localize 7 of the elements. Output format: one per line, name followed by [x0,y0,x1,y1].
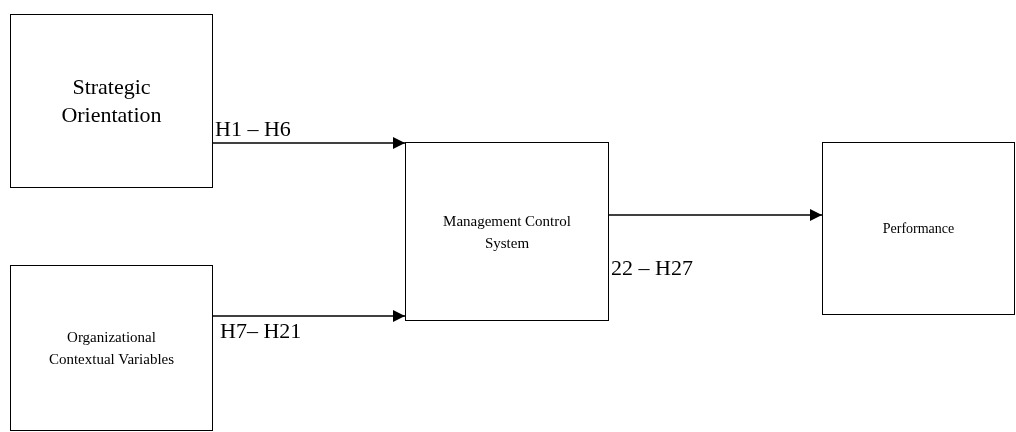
process-box: Organizational Contextual Variables [10,265,213,431]
process-box: Management Control System [405,142,609,321]
process-box: Performance [822,142,1015,315]
arrow [608,209,823,221]
arrow [212,310,406,322]
arrow [212,137,406,149]
process-box: Strategic Orientation [10,14,213,188]
